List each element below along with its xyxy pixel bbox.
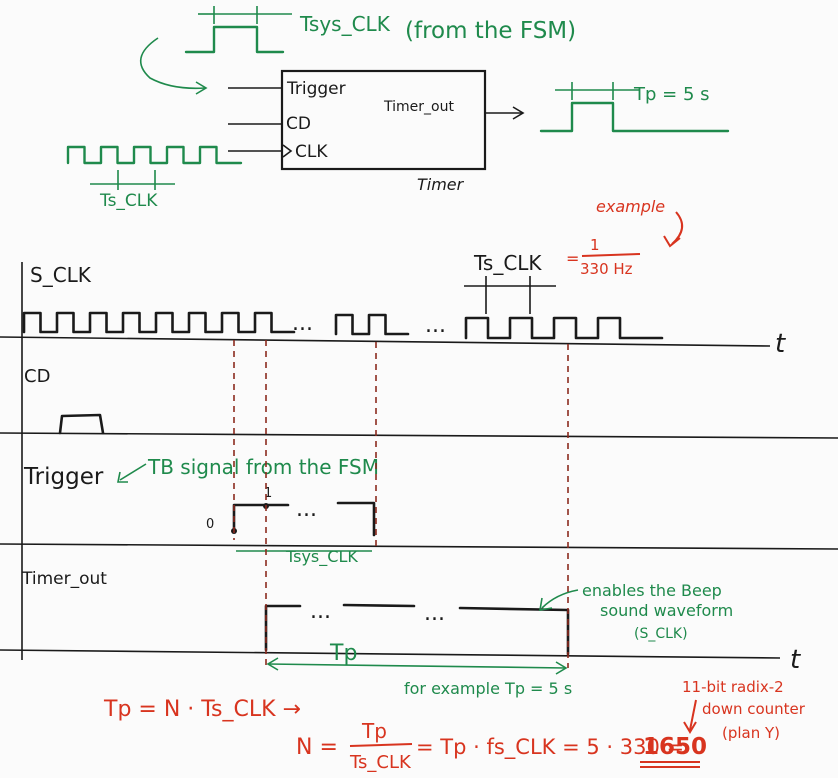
formula-result: 1650 <box>643 734 707 760</box>
timing-axes: t t S_CLK CD Trigger Timer_out <box>0 262 838 675</box>
tp-span-timing <box>267 663 567 669</box>
block-input-clk: CLK <box>295 142 328 162</box>
trigger-waveform <box>232 503 290 534</box>
beep-note-line-3: (S_CLK) <box>634 626 688 642</box>
timer-out-waveform-group: ... ... enables the Beep sound waveform … <box>264 581 733 698</box>
block-output-label: Timer_out <box>383 99 454 115</box>
counter-note-line-2: down counter <box>702 700 806 718</box>
tp-example-note: for example Tp = 5 s <box>404 679 572 698</box>
tp-pulse-waveform <box>539 101 730 133</box>
beep-note-arrow <box>541 589 579 609</box>
axis-t-lower: t <box>790 645 801 675</box>
tsys-label-top: Tsys_CLK <box>299 12 391 36</box>
tp-span-arrowhead-right <box>555 661 568 675</box>
block-input-cd: CD <box>286 114 311 134</box>
example-label: example <box>596 197 665 216</box>
block-name: Timer <box>417 175 465 194</box>
formula-line-1: Tp = N · Ts_CLK → <box>103 697 301 722</box>
signal-label-sclk: S_CLK <box>30 263 92 287</box>
trigger-zero-marker: 0 <box>206 517 214 532</box>
cd-baseline <box>0 432 838 439</box>
signal-label-trigger: Trigger <box>23 464 104 490</box>
fsm-feed-arrow <box>140 37 206 90</box>
sclk-dots-2: ... <box>425 313 446 338</box>
sclk-waveform-group: ... ... Ts_CLK example = 1 330 Hz <box>22 197 683 340</box>
freq-numerator: 1 <box>590 236 600 254</box>
tp-span-arrowhead-left <box>266 657 279 671</box>
clk-triangle-icon <box>282 144 293 158</box>
sclk-dots-1: ... <box>292 311 313 336</box>
small-ts-label: Ts_CLK <box>99 191 158 211</box>
timer-out-baseline <box>0 649 781 659</box>
beep-note-arrowhead <box>539 597 553 611</box>
trigger-one-marker: 1 <box>264 486 272 501</box>
timer-out-waveform <box>264 604 302 652</box>
fsm-note: (from the FSM) <box>405 18 576 44</box>
formula-fraction-bar <box>349 743 413 747</box>
formula-n-left: N = <box>296 735 338 760</box>
trigger-note-arrow <box>119 463 147 481</box>
timer-out-dots-2: ... <box>424 601 445 626</box>
trigger-waveform-group: ... 0 1 TB signal from the FSM Tsys_CLK <box>117 455 379 567</box>
example-arrowhead <box>663 235 681 248</box>
ts-label-big: Ts_CLK <box>473 251 542 275</box>
sclk-baseline <box>0 336 771 347</box>
tsys-pulse-group: Tsys_CLK (from the FSM) <box>140 6 576 95</box>
cd-pulse-waveform <box>58 413 105 435</box>
trigger-baseline <box>0 543 838 550</box>
formula-frac-num: Tp <box>361 719 387 743</box>
counter-note-arrow <box>689 699 697 731</box>
block-input-trigger: Trigger <box>286 79 346 99</box>
freq-eq: = <box>566 249 579 268</box>
tp-pulse-group: Tp = 5 s <box>539 82 730 133</box>
dashed-guides <box>233 340 569 668</box>
tsys-label-timing: Tsys_CLK <box>285 547 358 567</box>
axis-t-upper: t <box>775 329 786 359</box>
beep-note-line-1: enables the Beep <box>582 581 722 600</box>
small-sclk-waveform <box>66 145 243 165</box>
timer-block-group: Trigger CD CLK Timer_out Timer <box>228 69 525 194</box>
beep-note-line-2: sound waveform <box>600 601 733 620</box>
trigger-dots: ... <box>296 497 317 522</box>
freq-fraction-bar <box>581 253 641 257</box>
counter-note-line-1: 11-bit radix-2 <box>682 678 784 696</box>
tp-label-top: Tp = 5 s <box>633 84 710 105</box>
timer-block <box>280 69 487 171</box>
counter-note-arrowhead <box>683 721 697 734</box>
timer-out-dots-1: ... <box>310 599 331 624</box>
tsys-pulse-waveform <box>184 25 285 54</box>
sclk-waveform <box>22 311 664 340</box>
trigger-note: TB signal from the FSM <box>147 455 379 479</box>
counter-note-line-3: (plan Y) <box>722 724 780 742</box>
formula-rest: = Tp · fs_CLK = 5 · 330 = <box>416 735 684 760</box>
formula-frac-den: Ts_CLK <box>349 752 412 773</box>
tp-label-timing: Tp <box>329 641 357 666</box>
trigger-waveform-tail <box>336 501 376 537</box>
small-sclk-group: Ts_CLK <box>66 145 243 211</box>
fsm-feed-arrowhead <box>195 81 208 95</box>
timer-out-arrowhead <box>512 106 525 120</box>
timer-out-high-mid <box>342 603 416 608</box>
freq-denominator: 330 Hz <box>580 260 633 278</box>
formula-group: Tp = N · Ts_CLK → N = Tp Ts_CLK = Tp · f… <box>103 678 806 773</box>
signal-label-cd: CD <box>24 366 50 387</box>
signal-label-timer-out: Timer_out <box>21 569 107 589</box>
timer-out-high-end <box>458 606 570 656</box>
trigger-note-arrowhead <box>117 471 128 483</box>
